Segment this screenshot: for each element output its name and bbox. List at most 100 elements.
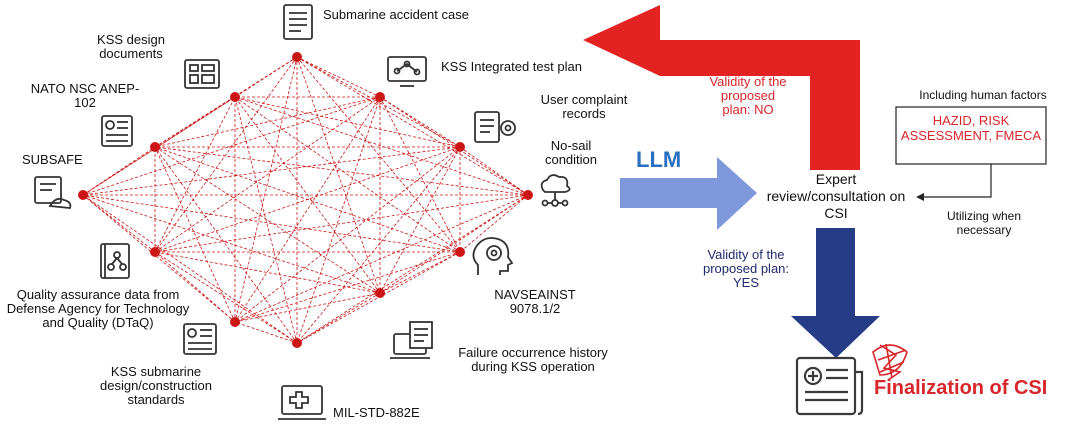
network-edge [82, 146, 461, 196]
network-edge [154, 251, 381, 294]
network-edge [234, 56, 298, 323]
newspaper-icon [795, 356, 864, 416]
network-edge [296, 292, 381, 344]
node-submarine-accident-case [292, 52, 302, 62]
network-edge [234, 96, 461, 253]
node-mil-std [292, 338, 302, 348]
document-icon [283, 4, 313, 40]
label-kss-design-documents: KSS design documents [97, 32, 165, 61]
network-edge [154, 146, 529, 196]
medical-laptop-icon [278, 385, 326, 420]
llm-label: LLM [636, 147, 682, 172]
label-user-complaint-records: User complaint records [540, 92, 628, 121]
network-edge [82, 194, 298, 344]
methods-box [895, 106, 1047, 165]
network-edge [234, 96, 298, 344]
complaint-gear-icon [474, 111, 516, 143]
network-edge [234, 251, 461, 323]
utilizing-arrowhead [916, 193, 924, 201]
node-user-complaint-records [455, 142, 465, 152]
network-edge [234, 321, 298, 344]
network-edge [234, 56, 298, 98]
node-no-sail-condition [523, 190, 533, 200]
network-edge [379, 96, 461, 148]
network-edges [82, 56, 529, 344]
network-edge [82, 194, 381, 294]
monitor-network-icon [387, 56, 427, 87]
network-edge [379, 146, 461, 294]
network-edge [154, 96, 236, 148]
finalization-label: Finalization of CSI [874, 377, 1048, 399]
network-edge [296, 146, 461, 344]
network-edge [154, 56, 298, 148]
node-nato-nsc [150, 142, 160, 152]
network-edge [379, 194, 529, 294]
network-nodes [78, 52, 533, 348]
network-edge [154, 194, 529, 253]
book-network-icon [100, 243, 130, 279]
newspaper-icon [101, 115, 133, 147]
network-edge [459, 146, 529, 196]
network-edge [154, 96, 381, 148]
node-failure-history [375, 288, 385, 298]
label-failure-history: Failure occurrence history during KSS op… [458, 345, 608, 374]
network-edge [154, 251, 298, 344]
network-edge [296, 96, 381, 344]
network-edge [234, 146, 461, 323]
network-edge [234, 96, 529, 196]
network-edge [296, 194, 529, 344]
network-edge [234, 194, 529, 323]
laptop-document-icon [390, 321, 433, 359]
label-kss-integrated-test-plan: KSS Integrated test plan [441, 59, 582, 74]
network-edge [82, 194, 156, 253]
stamp-icon [872, 343, 908, 381]
network-edge [296, 56, 461, 253]
network-edge [234, 96, 461, 148]
expert-review-label: Expert review/consultation on CSI [766, 171, 906, 221]
including-human-factors-label: Including human factors [919, 88, 1047, 102]
network-edge [379, 96, 461, 253]
network-edge [82, 194, 236, 323]
label-no-sail-condition: No-sail condition [544, 138, 598, 167]
llm-arrow [620, 157, 757, 230]
network-edge [154, 146, 236, 323]
network-edge [82, 146, 156, 196]
network-edge [234, 96, 381, 323]
node-kss-integrated-test-plan [375, 92, 385, 102]
newspaper-icon [183, 323, 217, 355]
network-edge [154, 146, 461, 253]
label-submarine-accident-case: Submarine accident case [323, 7, 469, 22]
network-edge [154, 56, 298, 253]
network-edge [82, 194, 461, 253]
node-quality-assurance [150, 247, 160, 257]
utilizing-connector [922, 164, 992, 198]
label-quality-assurance: Quality assurance data from Defense Agen… [6, 287, 190, 330]
cloud-network-icon [540, 174, 571, 207]
yes-arrow [791, 228, 880, 358]
node-subsafe [78, 190, 88, 200]
network-edge [154, 146, 298, 344]
validity-yes-label: Validity of the proposed plan: YES [703, 247, 790, 290]
network-edge [154, 96, 236, 253]
label-subsafe: SUBSAFE [22, 152, 83, 167]
network-edge [296, 56, 381, 98]
label-mil-std: MIL-STD-882E [333, 405, 420, 420]
utilizing-label: Utilizing when necessary [946, 209, 1022, 237]
methods-label: HAZID, RISK ASSESSMENT, FMECA [900, 113, 1042, 143]
validity-no-label: Validity of the proposed plan: NO [709, 74, 787, 117]
subsafe-icon [34, 176, 72, 209]
label-nato-nsc: NATO NSC ANEP-102 [30, 81, 140, 110]
network-edge [296, 251, 461, 344]
network-edge [82, 96, 381, 196]
design-doc-icon [184, 59, 220, 89]
node-navseainst [455, 247, 465, 257]
network-edge [234, 96, 381, 294]
node-kss-standards [230, 317, 240, 327]
label-navseainst: NAVSEAINST 9078.1/2 [494, 287, 576, 316]
network-edge [296, 56, 461, 148]
head-gear-icon [472, 237, 514, 275]
network-edge [379, 251, 461, 294]
network-edge [379, 96, 529, 196]
red-return-arrow [583, 5, 860, 170]
